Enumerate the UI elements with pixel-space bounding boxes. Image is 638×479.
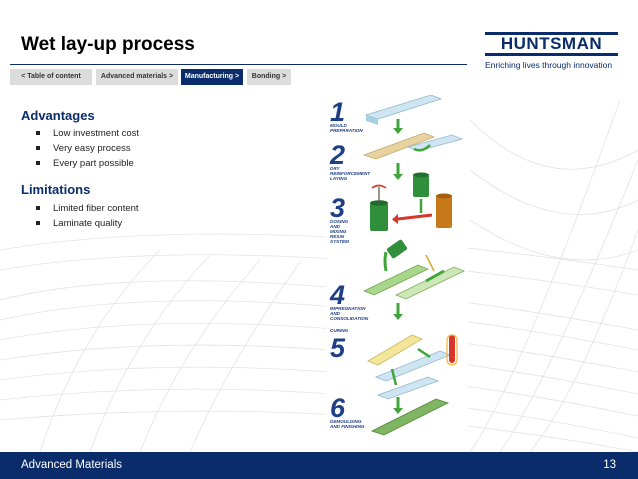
mould-side xyxy=(366,115,378,125)
list-item: Limited fiber content xyxy=(36,201,139,216)
bullet-icon xyxy=(36,131,40,135)
advantages-list: Low investment cost Very easy process Ev… xyxy=(36,126,139,171)
mould-shape xyxy=(364,95,443,120)
curing-laminate-shape xyxy=(367,334,423,366)
step-3-label-line: MIXING xyxy=(330,229,347,234)
page-number: 13 xyxy=(603,459,616,471)
nav-tab-table-of-content[interactable]: < Table of content xyxy=(10,69,92,85)
huntsman-logo: HUNTSMAN Enriching lives through innovat… xyxy=(485,32,618,70)
title-divider xyxy=(10,64,467,65)
bullet-icon xyxy=(36,206,40,210)
arrow-down-icon xyxy=(393,314,403,320)
step-2-label-line: REINFORCEMENT xyxy=(330,171,371,176)
step-3-label-line: DOSING xyxy=(330,219,349,224)
resin-stream xyxy=(383,251,388,272)
diagram-background xyxy=(326,95,468,443)
hardener-can-icon xyxy=(413,175,429,197)
process-diagram: 1 2 3 4 5 6 MOULD PREPARATION DRY REINFO… xyxy=(326,95,468,443)
step-4-label-line: CONSOLIDATION xyxy=(330,316,369,321)
list-item: Every part possible xyxy=(36,156,139,171)
bullet-icon xyxy=(36,221,40,225)
roller-icon xyxy=(425,269,445,283)
thermometer-icon xyxy=(449,335,455,363)
nav-tab-bonding[interactable]: Bonding > xyxy=(247,69,291,85)
logo-tagline: Enriching lives through innovation xyxy=(485,60,613,70)
can-lid xyxy=(436,193,452,199)
finished-part-shape xyxy=(370,398,450,436)
step-1-label-line: MOULD xyxy=(330,123,348,128)
thermometer-outline xyxy=(446,334,458,366)
step-6-label-line: AND FINISHING xyxy=(329,424,365,429)
step-3-label-line: SYSTEM xyxy=(330,239,349,244)
fiber-reinforcement-shape xyxy=(362,132,436,160)
bullet-icon xyxy=(36,146,40,150)
step-6-label-line: DEMOULDING xyxy=(330,419,362,424)
arrow-down-icon xyxy=(393,174,403,180)
arrow-down-icon xyxy=(393,128,403,134)
pouring-bucket-icon xyxy=(386,239,408,259)
step-2-label-line: LAYING xyxy=(330,176,347,181)
arrow-left-icon xyxy=(397,213,433,221)
step-5-label-line: CURING xyxy=(330,328,349,333)
step-3-number: 3 xyxy=(330,193,345,223)
arrow-down-icon xyxy=(390,368,398,386)
limitations-heading: Limitations xyxy=(21,182,91,197)
footer-section-label: Advanced Materials xyxy=(21,459,122,471)
can-lid xyxy=(413,172,429,178)
arrow-right-icon xyxy=(417,347,431,359)
page-title: Wet lay-up process xyxy=(21,34,195,55)
brush-handle-icon xyxy=(425,254,435,272)
nav-tab-advanced-materials[interactable]: Advanced materials > xyxy=(96,69,178,85)
list-item: Low investment cost xyxy=(36,126,139,141)
list-item: Very easy process xyxy=(36,141,139,156)
step-4-number: 4 xyxy=(329,280,345,310)
rotation-arrow-icon xyxy=(371,184,387,189)
step-1-number: 1 xyxy=(330,97,345,127)
step-6-number: 6 xyxy=(330,393,346,423)
mixing-bucket-icon xyxy=(370,203,388,231)
footer-bar: Advanced Materials 13 xyxy=(0,452,638,479)
background-mesh xyxy=(0,99,638,452)
step-1-label-line: PREPARATION xyxy=(330,128,363,133)
limitations-list: Limited fiber content Laminate quality xyxy=(36,201,139,231)
mould-shape xyxy=(376,376,440,400)
step-2-label-line: DRY xyxy=(330,166,341,171)
bullet-icon xyxy=(36,161,40,165)
arrow-left-icon xyxy=(392,214,398,224)
step-4-label-line: AND xyxy=(329,311,341,316)
arrow-down-icon xyxy=(393,408,403,414)
impregnated-laminate-shape xyxy=(363,264,429,296)
advantages-heading: Advantages xyxy=(21,108,95,123)
step-3-label-line: AND xyxy=(329,224,341,229)
step-2-number: 2 xyxy=(329,140,345,170)
logo-wordmark: HUNTSMAN xyxy=(485,32,618,56)
nav-tab-manufacturing[interactable]: Manufacturing > xyxy=(181,69,243,85)
step-5-number: 5 xyxy=(330,333,346,363)
step-3-label-line: RESIN xyxy=(330,234,345,239)
arrow-curve-icon xyxy=(413,144,431,152)
list-item: Laminate quality xyxy=(36,216,139,231)
resin-can-icon xyxy=(436,196,452,228)
step-4-label-line: IMPREGNATION xyxy=(330,306,366,311)
